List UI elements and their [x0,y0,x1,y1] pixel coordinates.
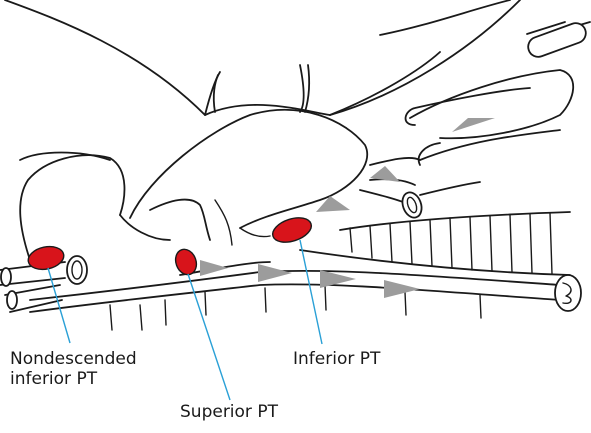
leader-nondescended [47,267,71,344]
migration-arrow-icon [384,280,420,298]
pharyngeal-pouch [129,64,368,246]
parathyroid-glands [27,217,313,276]
leader-superior [187,273,231,401]
mid-vessel [359,157,481,219]
migration-arrow-icon [200,260,228,276]
lower-tract [29,261,582,313]
leader-inferior [299,239,323,345]
leader-lines [47,239,323,401]
lower-lines [109,284,482,331]
left-body [19,154,171,261]
upper-branches [329,21,591,166]
label-nondescended-line1: Nondescended [10,349,137,369]
label-superior-pt: Superior PT [180,402,278,422]
migration-arrows [200,118,495,298]
migration-arrow-icon [316,196,350,212]
superior-pt-gland [174,248,198,276]
migration-arrow-icon [370,166,400,182]
label-inferior-pt: Inferior PT [293,349,381,369]
migration-arrow-icon [258,264,292,282]
outer-contour [4,0,521,161]
migration-arrow-icon [452,118,495,132]
nondescended-inferior-pt-gland [27,245,65,271]
label-nondescended-inferior-pt: Nondescended inferior PT [10,349,137,389]
inferior-pt-gland [271,217,313,243]
trachea [299,211,571,276]
migration-arrow-icon [320,270,356,288]
label-nondescended-line2: inferior PT [10,369,98,389]
